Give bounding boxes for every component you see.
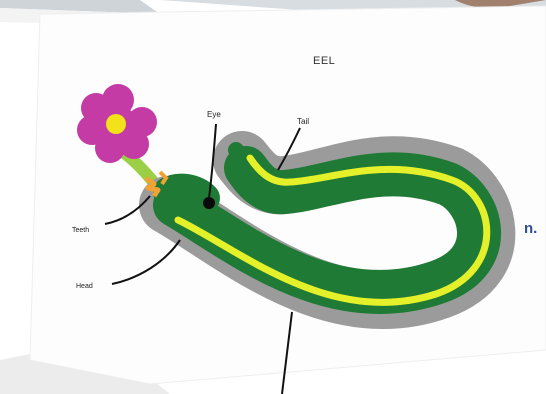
label-tail: Tail [297, 117, 309, 126]
label-eye: Eye [207, 110, 221, 119]
flower-center [106, 114, 126, 134]
side-text: n. [524, 220, 537, 237]
label-head: Head [76, 283, 93, 290]
eel-eye [203, 197, 215, 209]
drawing-title: EEL [313, 55, 335, 67]
label-teeth: Teeth [72, 227, 89, 234]
